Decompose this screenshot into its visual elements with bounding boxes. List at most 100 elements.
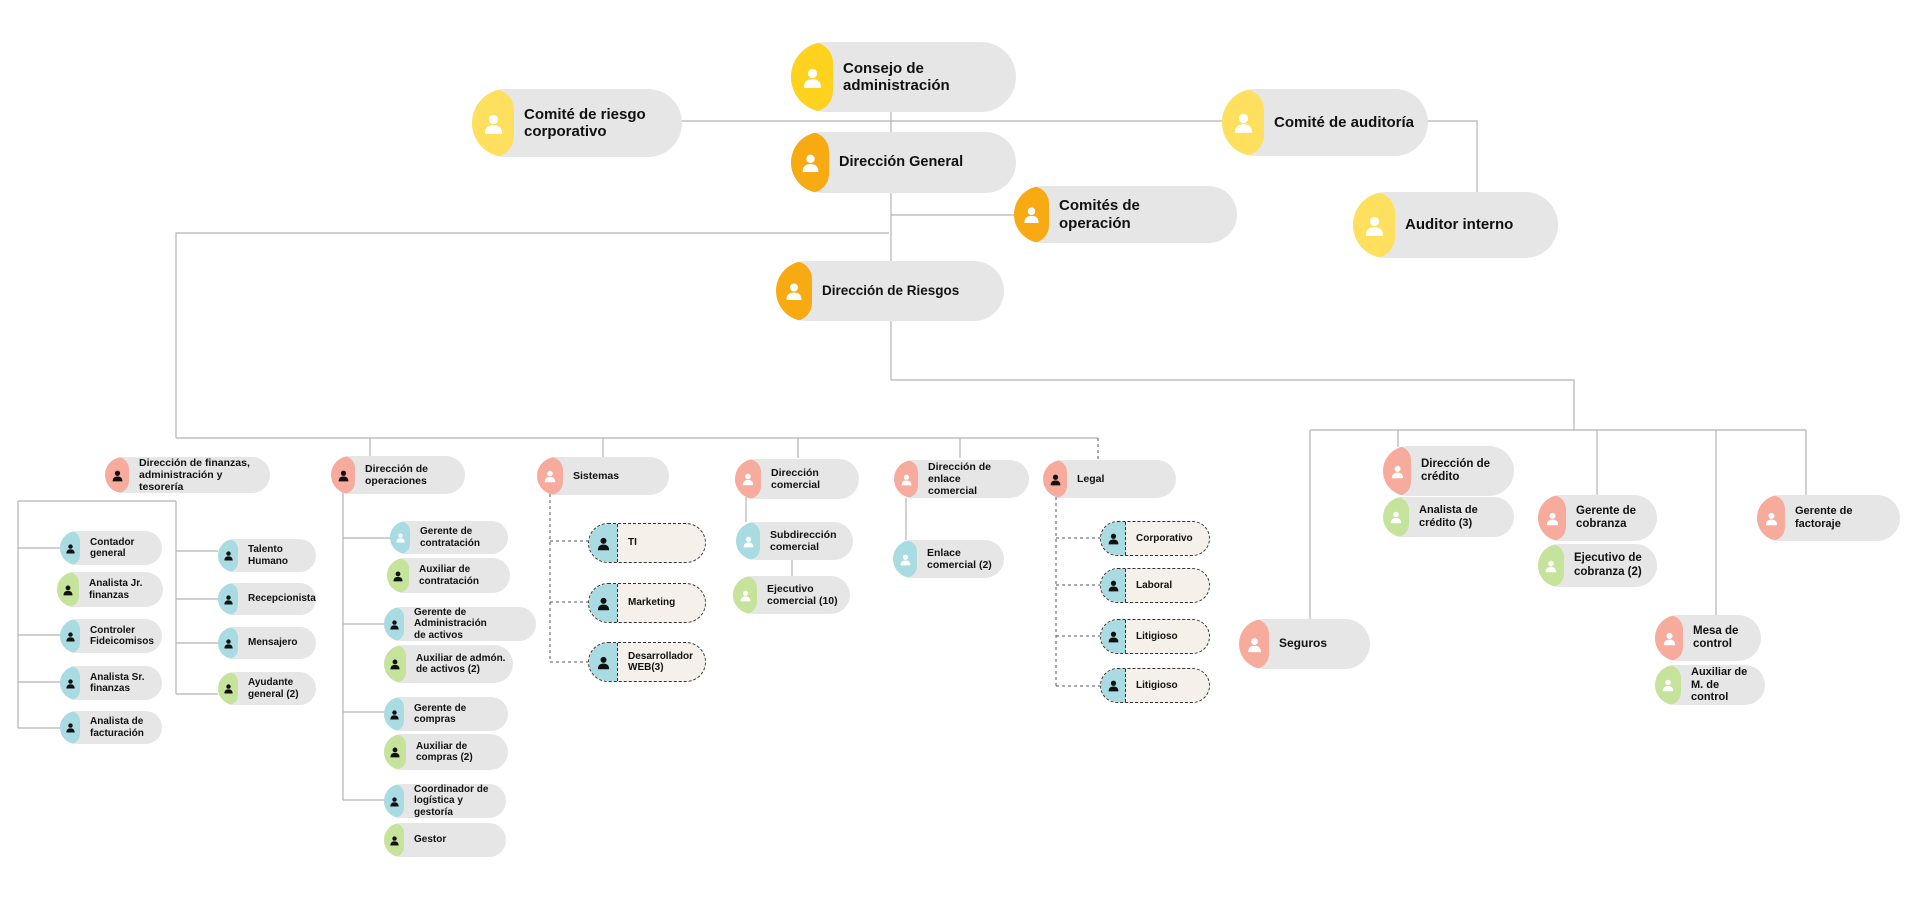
node-color-tab [589, 584, 618, 622]
node-coordinador-logistica: Coordinador de logística y gestoría [384, 784, 506, 818]
person-icon [1108, 631, 1118, 643]
node-litigioso-1: Litigioso [1100, 619, 1210, 654]
node-label: Gerente de compras [414, 702, 467, 726]
node-ejecutivo-comercial: Ejecutivo comercial (10) [733, 576, 850, 614]
node-dir-finanzas: Dirección de finanzas, administración y … [105, 457, 270, 493]
node-label: Enlace comercial (2) [927, 546, 992, 571]
person-icon [1663, 632, 1675, 645]
node-label: Auxiliar de M. de control [1691, 666, 1748, 704]
person-icon [65, 543, 75, 553]
node-color-tab [384, 823, 404, 857]
node-label: Gestor [414, 834, 447, 846]
node-gerente-contratacion: Gerente de contratación [390, 521, 508, 554]
person-icon [1765, 512, 1777, 525]
node-label: Auxiliar de contratación [419, 564, 480, 587]
node-color-tab [1043, 460, 1067, 498]
node-label: Legal [1077, 472, 1105, 485]
node-color-tab [384, 697, 404, 731]
node-marketing: Marketing [588, 583, 706, 623]
connector-line [1426, 120, 1478, 192]
person-icon [1391, 465, 1403, 478]
person-icon [1662, 679, 1674, 692]
node-color-tab [735, 459, 761, 499]
node-ti: TI [588, 523, 706, 563]
node-label: Auditor interno [1405, 216, 1514, 234]
node-comite-riesgo: Comité de riesgo corporativo [472, 89, 682, 157]
node-label: Auxiliar de compras (2) [416, 740, 473, 764]
node-auditor-interno: Auditor interno [1353, 192, 1558, 258]
node-color-tab [384, 645, 406, 683]
node-color-tab [1538, 544, 1564, 587]
node-dir-operaciones: Dirección de operaciones [331, 456, 465, 494]
person-icon [1108, 533, 1118, 545]
node-gerente-factoraje: Gerente de factoraje [1757, 495, 1900, 541]
node-aux-mesa-control: Auxiliar de M. de control [1655, 665, 1765, 705]
node-color-tab [60, 619, 80, 653]
node-color-tab [1101, 522, 1126, 555]
node-color-tab [1101, 569, 1126, 602]
person-icon [803, 68, 821, 88]
person-icon [65, 678, 75, 688]
person-icon [1108, 680, 1118, 692]
node-mensajero: Mensajero [218, 627, 316, 659]
person-icon [63, 585, 73, 595]
node-label: Dirección de finanzas, administración y … [139, 457, 250, 493]
node-label: Analista Sr. finanzas [90, 671, 145, 695]
node-label: Coordinador de logística y gestoría [414, 784, 489, 818]
node-color-tab [537, 457, 563, 495]
connector-line [175, 232, 889, 438]
node-label: Ejecutivo de cobranza (2) [1574, 552, 1642, 578]
node-color-tab [218, 627, 238, 659]
node-label: Subdirección comercial [770, 528, 837, 553]
node-sistemas: Sistemas [537, 457, 669, 495]
person-icon [389, 709, 399, 719]
person-icon [393, 571, 403, 581]
node-label: Sistemas [573, 469, 620, 482]
person-icon [395, 533, 405, 543]
node-aux-contratacion: Auxiliar de contratación [387, 558, 510, 593]
node-label: Ejecutivo comercial (10) [767, 582, 838, 607]
person-icon [65, 631, 75, 641]
person-icon [597, 656, 609, 669]
node-label: Comité de auditoría [1274, 113, 1415, 131]
person-icon [786, 283, 802, 300]
node-corporativo: Corporativo [1100, 521, 1210, 556]
node-label: Gerente de cobranza [1576, 504, 1637, 530]
node-color-tab [105, 457, 129, 493]
node-label: Dirección comercial [771, 466, 821, 491]
node-comites-operacion: Comités de operación [1014, 186, 1237, 243]
person-icon [1365, 216, 1383, 236]
node-color-tab [387, 558, 409, 593]
person-icon [1390, 511, 1402, 524]
node-label: Ayudante general (2) [248, 677, 299, 700]
node-color-tab [60, 711, 80, 744]
person-icon [223, 551, 233, 561]
node-color-tab [384, 784, 404, 818]
node-aux-compras: Auxiliar de compras (2) [384, 734, 508, 770]
node-label: Dirección General [839, 154, 964, 171]
node-direccion-riesgos: Dirección de Riesgos [776, 261, 1004, 321]
person-icon [223, 594, 233, 604]
person-icon [1247, 637, 1261, 652]
node-analista-sr: Analista Sr. finanzas [60, 666, 162, 700]
node-label: Comités de operación [1059, 197, 1140, 232]
person-icon [900, 554, 910, 565]
person-icon [389, 796, 399, 806]
node-controler: Controler Fideicomisos [60, 619, 162, 653]
node-color-tab [218, 672, 238, 705]
node-label: Litigioso [1136, 679, 1178, 691]
node-label: Litigioso [1136, 630, 1178, 642]
node-label: Analista de facturación [90, 716, 144, 739]
person-icon [901, 474, 911, 485]
node-subdireccion-comercial: Subdirección comercial [736, 522, 853, 560]
node-gestor: Gestor [384, 823, 506, 857]
node-label: Laboral [1136, 579, 1173, 591]
node-aux-activos: Auxiliar de admón. de activos (2) [384, 645, 513, 683]
node-legal: Legal [1043, 460, 1176, 498]
node-dir-enlace: Dirección de enlace comercial [894, 460, 1029, 498]
person-icon [1108, 580, 1118, 592]
person-icon [389, 835, 399, 845]
node-color-tab [736, 522, 760, 560]
node-ayudante-general: Ayudante general (2) [218, 672, 316, 705]
